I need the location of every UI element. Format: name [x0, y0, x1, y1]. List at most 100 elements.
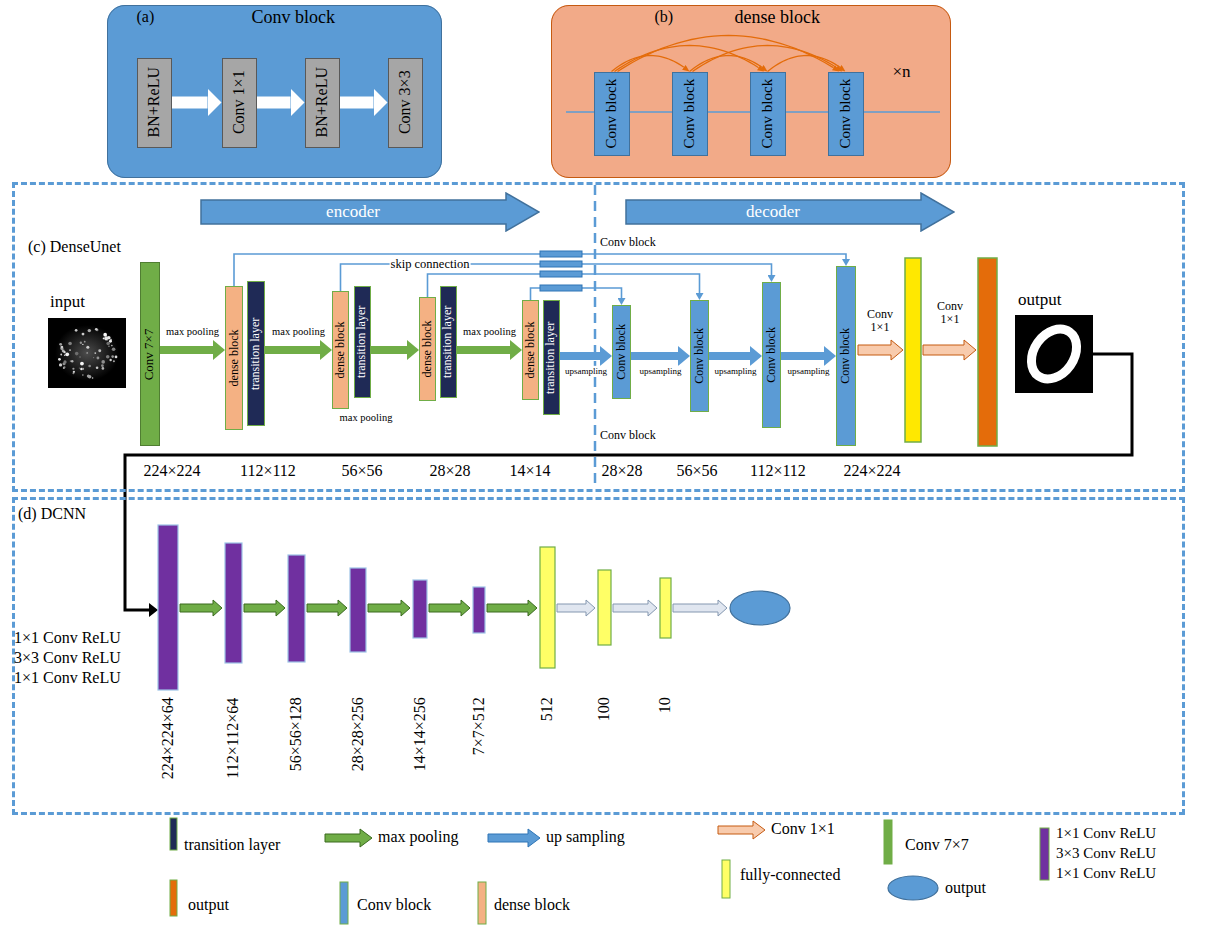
label-holder: 7×7×512: [470, 697, 488, 755]
label-holder: 28×28: [602, 462, 643, 480]
conv-stage-bar: [350, 568, 366, 652]
conv-block: Conv block: [762, 282, 781, 428]
panel: (d) DCNN: [12, 497, 1185, 815]
speckle: [60, 354, 62, 356]
annotation: Conv block: [600, 428, 656, 442]
legend-text: Conv 1×1: [771, 820, 835, 837]
speckle: [95, 328, 98, 331]
connector: [618, 36, 834, 72]
direction-arrow: encoder: [200, 192, 540, 232]
legend-holder: Conv 1×1: [771, 820, 835, 838]
speckle: [94, 352, 96, 354]
pooling-arrow: [429, 600, 470, 616]
label-holder: Conv block: [600, 235, 656, 250]
transition-layer: transition layer: [543, 300, 560, 415]
conv-arrow: [858, 340, 903, 360]
speckle: [92, 377, 94, 379]
speckle: [63, 351, 65, 353]
dimension-label: 112×112: [750, 462, 806, 479]
speckle: [96, 357, 99, 360]
arrow-outline: [626, 193, 954, 231]
text-holder: BN+ReLU: [138, 59, 171, 147]
legend-sample: [722, 860, 730, 898]
label-holder: 224×224×64: [159, 697, 177, 779]
speckle: [58, 358, 61, 361]
block-label: Conv block: [839, 328, 853, 384]
image-label: input: [50, 292, 85, 311]
connector: [781, 352, 824, 360]
edge-label-holder: max pooling: [462, 326, 517, 338]
panel-fill: [551, 5, 951, 178]
legend-sample: [325, 829, 372, 847]
legend-text: 1×1 Conv ReLU 3×3 Conv ReLU 1×1 Conv ReL…: [1056, 823, 1174, 883]
legend-ellipse: [888, 876, 938, 900]
block-label: Conv block: [693, 328, 707, 384]
legend-sample: [488, 829, 540, 847]
legend-text: output: [945, 879, 986, 896]
fc-arrow: [673, 600, 727, 616]
dense-block: dense block: [419, 297, 436, 401]
encoder-decoder-divider: [594, 185, 597, 489]
speckle: [104, 337, 108, 341]
text-holder: Conv block: [613, 306, 630, 398]
speckle: [110, 339, 112, 341]
block-label: Conv 3×3: [396, 71, 414, 135]
connector: [340, 97, 374, 109]
legend-sample: [170, 880, 177, 916]
transition-layer: transition layer: [247, 281, 265, 426]
edge-label: max pooling: [271, 326, 326, 337]
conv-block: Conv block: [828, 72, 864, 156]
text-holder: BN+ReLU: [306, 59, 339, 147]
speckle: [98, 349, 101, 352]
speckle: [69, 349, 71, 351]
speckle: [88, 375, 92, 379]
panel: (c) DenseUnetencoderdecoderConv 7×7dense…: [12, 182, 1185, 492]
connector: [690, 56, 762, 72]
connector: [172, 97, 208, 109]
speckle: [103, 338, 105, 340]
block-label: Conv 7×7: [143, 328, 158, 380]
label-holder: 1×1 Conv ReLU 3×3 Conv ReLU 1×1 Conv ReL…: [14, 628, 138, 688]
pooling-arrow: [180, 600, 222, 616]
legend-sample: [884, 820, 892, 864]
edge-label-holder: upsampling: [714, 366, 758, 376]
connector: [615, 46, 759, 72]
dimension-label: 28×28: [602, 462, 643, 479]
block-label: Conv block: [681, 79, 698, 149]
legend-sample: [1040, 828, 1049, 880]
speckle: [79, 356, 80, 357]
dimension-label: 224×224×64: [159, 697, 176, 779]
dimension-label: 56×56: [342, 462, 383, 479]
edge-label: skip connection: [390, 257, 471, 271]
legend-swatch: [478, 882, 486, 924]
speckle: [80, 368, 83, 371]
operation-label: Conv 1×1: [932, 300, 968, 326]
conv-block: Conv block: [594, 72, 630, 156]
text-holder: dense block: [735, 7, 820, 28]
dimension-label: 56×56×128: [287, 697, 304, 771]
pooling-arrow: [368, 600, 410, 616]
speckle: [72, 372, 74, 374]
text-holder: encoder: [200, 192, 506, 232]
text-holder: dense block: [226, 287, 242, 429]
edge-label-holder: upsampling: [564, 366, 608, 376]
block-label: Conv block: [615, 324, 629, 380]
pooling-arrow: [244, 600, 285, 616]
speckle: [86, 352, 88, 354]
output-ellipse: [730, 591, 790, 625]
speckle: [63, 367, 65, 369]
dimension-label: 28×28×256: [349, 697, 366, 771]
legend-holder: up sampling: [546, 828, 625, 846]
speckle: [106, 355, 110, 359]
fully-connected-bar: [660, 578, 671, 638]
legend-sample: [888, 876, 938, 900]
speckle: [104, 337, 106, 339]
text-holder: Conv block: [595, 73, 629, 155]
dimension-label: 224×224: [144, 462, 201, 479]
legend-swatch: [1040, 828, 1049, 880]
text-holder: Conv block: [252, 7, 336, 28]
text-holder: ×n: [893, 62, 911, 82]
dimension-label: 28×28: [430, 462, 471, 479]
speckle: [79, 367, 80, 368]
label-holder: 28×28: [430, 462, 471, 480]
